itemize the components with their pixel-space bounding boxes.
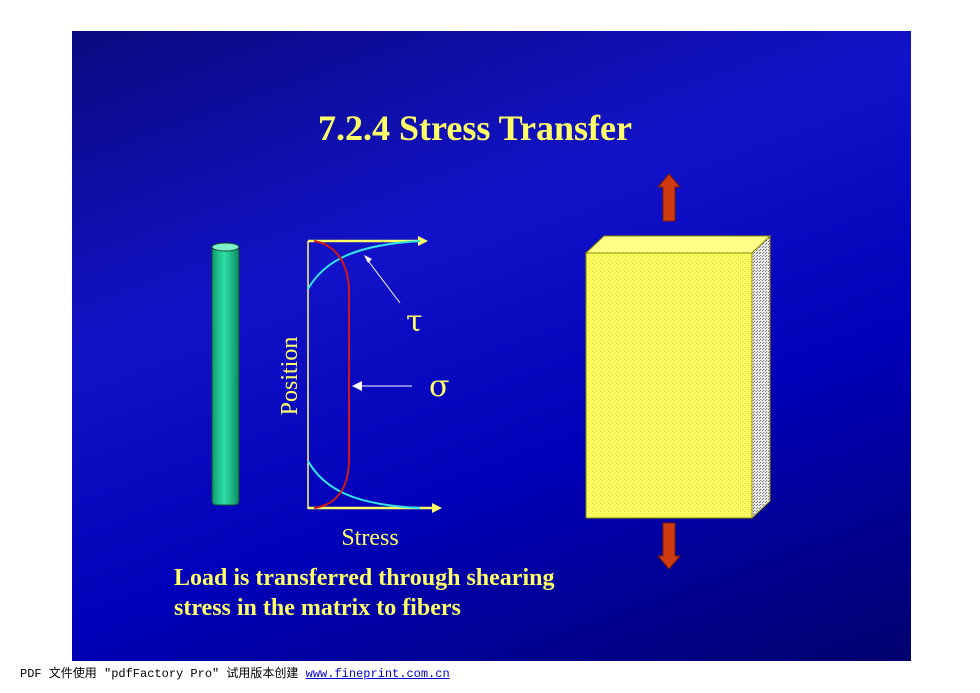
caption-line-2: stress in the matrix to fibers xyxy=(174,595,461,621)
tau-label: τ xyxy=(406,304,423,339)
footer-text: PDF 文件使用 "pdfFactory Pro" 试用版本创建 xyxy=(20,667,306,681)
slide-title: 7.2.4 Stress Transfer xyxy=(318,108,632,148)
caption-line-1: Load is transferred through shearing xyxy=(174,565,555,591)
slide-caption: Load is transferred through shearing str… xyxy=(174,563,714,623)
slide: 7.2.4 Stress Transfer xyxy=(72,31,911,661)
position-axis-label: Position xyxy=(277,337,303,416)
sigma-label: σ xyxy=(429,369,449,404)
tension-arrow-down xyxy=(656,522,682,570)
fiber-cylinder xyxy=(211,242,240,506)
stress-axes xyxy=(307,236,442,513)
footer-link[interactable]: www.fineprint.com.cn xyxy=(305,667,450,681)
tension-arrow-up xyxy=(656,173,682,222)
shear-stress-curve xyxy=(307,240,421,509)
pdf-footer: PDF 文件使用 "pdfFactory Pro" 试用版本创建 www.fin… xyxy=(20,664,450,681)
stress-axis-label: Stress xyxy=(341,525,398,551)
composite-block xyxy=(584,234,772,520)
stress-transfer-diagram: Position Stress τ σ xyxy=(211,173,772,570)
normal-stress-curve xyxy=(313,240,350,509)
tau-pointer xyxy=(365,257,401,304)
